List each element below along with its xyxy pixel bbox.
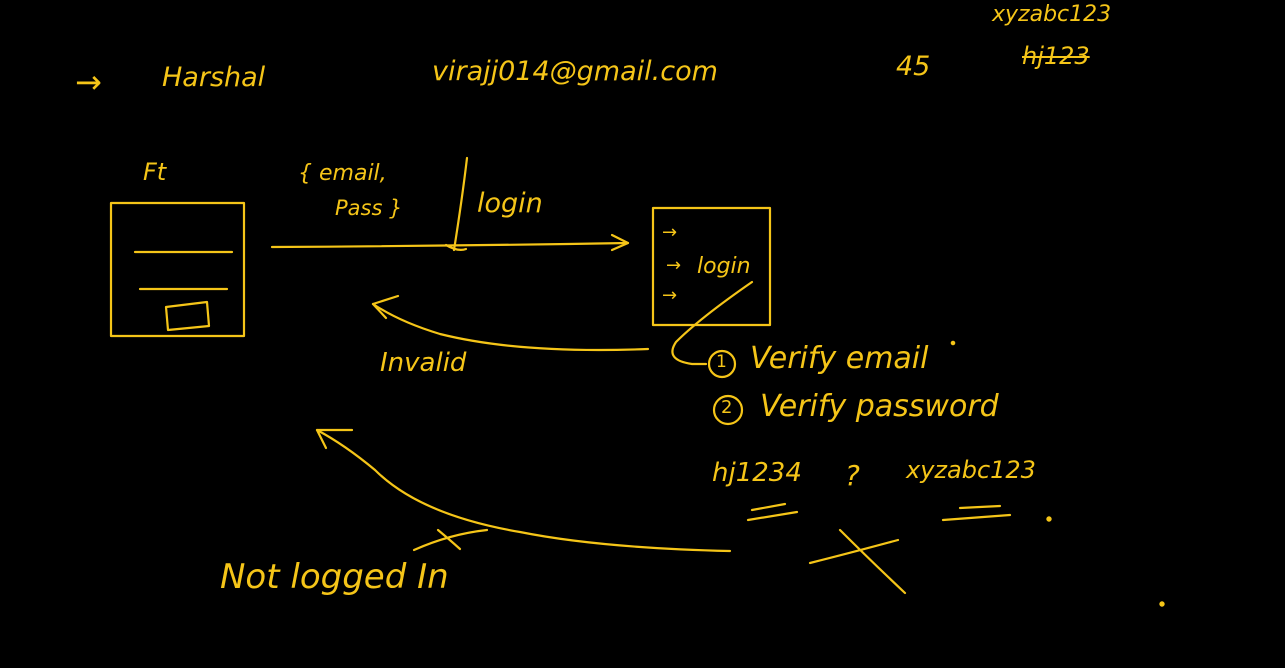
payload-line-2: Pass } xyxy=(335,196,403,220)
not-logged-in-label: Not logged In xyxy=(220,557,449,597)
stray-dot xyxy=(950,340,956,346)
login-to-verify-arrow xyxy=(671,280,754,366)
step-1-number: 1 xyxy=(716,352,727,372)
step-2-number: 2 xyxy=(721,397,733,418)
request-arrow xyxy=(270,156,630,252)
request-route-label: login xyxy=(477,188,543,219)
entered-password: hj1234 xyxy=(712,458,802,488)
user-name: Harshal xyxy=(162,62,266,93)
stored-password: xyzabc123 xyxy=(906,456,1036,484)
not-logged-in-arrow xyxy=(315,428,732,553)
server-bullet-3: → xyxy=(662,285,678,306)
step-2-circle xyxy=(712,394,744,426)
step-2-text: Verify password xyxy=(760,389,999,424)
form-submit-button xyxy=(164,300,211,332)
stray-dot xyxy=(1046,516,1052,522)
comparison-question: ? xyxy=(845,459,860,492)
small-cross-mark xyxy=(412,528,489,552)
user-number: 45 xyxy=(896,51,931,82)
underline-xyzabc123 xyxy=(941,504,1012,522)
step-1-circle xyxy=(707,349,737,379)
server-bullet-2: → xyxy=(666,255,682,276)
big-cross-mark xyxy=(808,528,907,595)
header-arrow: → xyxy=(75,63,102,101)
user-email: virajj014@gmail.com xyxy=(432,56,718,87)
server-bullet-1: → xyxy=(662,222,678,243)
step-1-text: Verify email xyxy=(750,341,929,376)
invalid-label: Invalid xyxy=(380,348,467,378)
new-password: xyzabc123 xyxy=(992,2,1112,27)
frontend-label: Ft xyxy=(143,158,167,186)
server-box xyxy=(651,206,772,327)
route-separator-slash xyxy=(452,156,469,252)
invalid-response-arrow xyxy=(371,294,650,352)
old-password-struck: hj123 xyxy=(1022,42,1090,70)
payload-line-1: { email, xyxy=(298,161,387,186)
stray-dot xyxy=(1159,601,1165,607)
underline-hj1234 xyxy=(746,502,799,522)
frontend-form-box xyxy=(109,201,246,338)
server-route-label: login xyxy=(697,254,751,279)
